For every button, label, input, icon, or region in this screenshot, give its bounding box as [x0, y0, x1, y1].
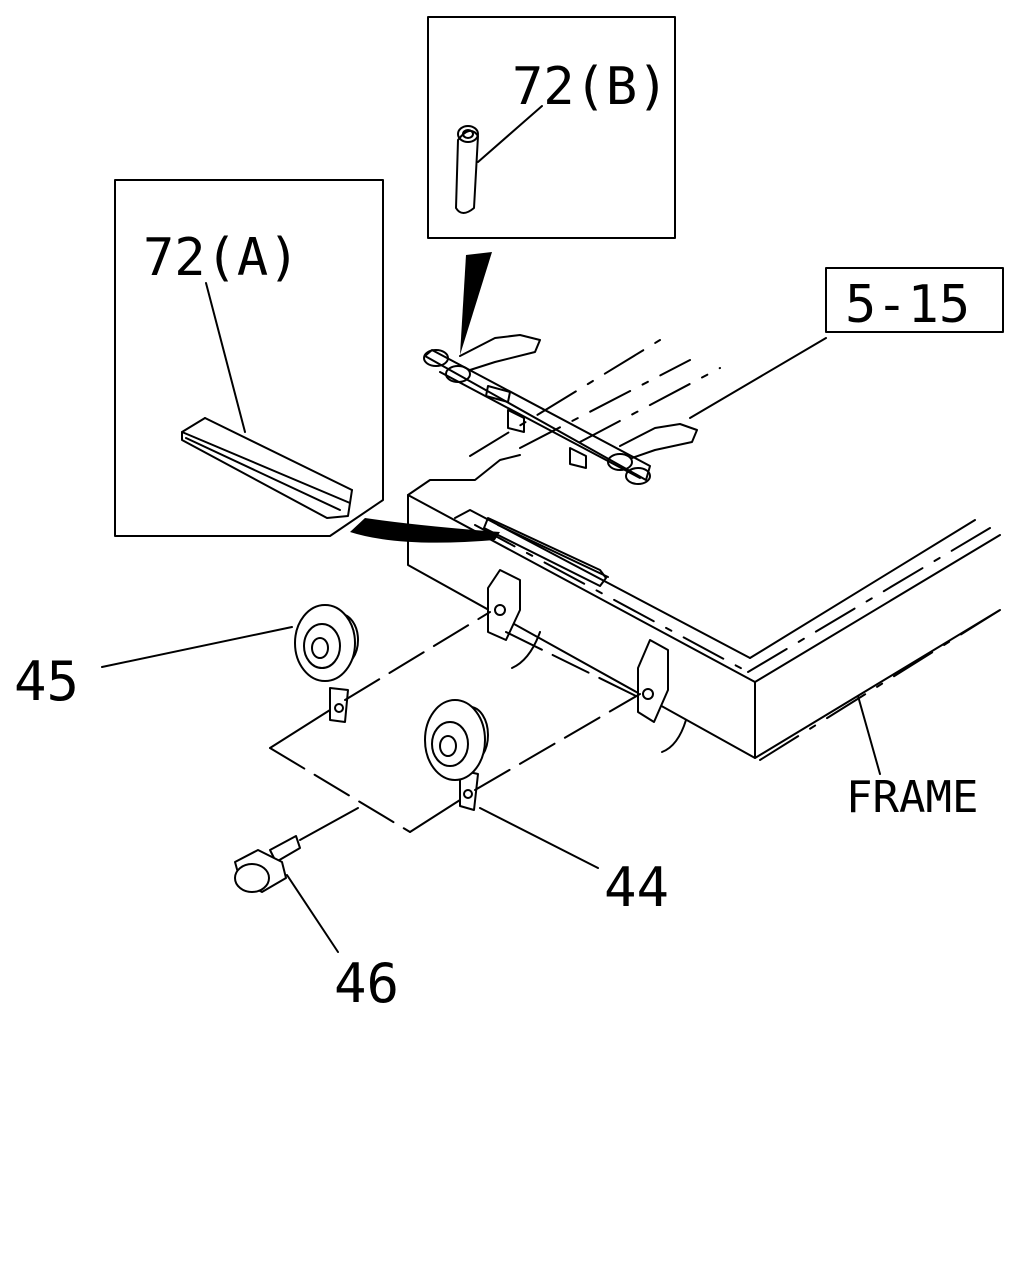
- leader-72b: [477, 105, 543, 163]
- label-45: 45: [14, 650, 79, 713]
- horn-45: [294, 604, 359, 723]
- label-44: 44: [604, 856, 669, 919]
- frame-rail: [407, 454, 1001, 759]
- detail-box-72b: [427, 16, 676, 239]
- leader-46: [286, 874, 339, 953]
- crossmember: [423, 334, 698, 485]
- leader-72a: [205, 282, 246, 433]
- hose-72b: [455, 125, 479, 214]
- ref-box-5-15: [825, 267, 1004, 333]
- frame-hidden-dash: [474, 524, 1001, 761]
- leader-44: [479, 807, 599, 869]
- frame-upper-dash: [469, 339, 721, 457]
- detail-box-72a: [114, 179, 384, 537]
- leader-45: [101, 626, 293, 668]
- label-72b: 72(B): [512, 57, 669, 117]
- assembly-dash: [269, 611, 641, 833]
- label-5-15: 5-15: [845, 275, 970, 335]
- assembly-solid: [269, 709, 461, 841]
- bracket-left: [487, 569, 541, 669]
- bracket-right: [637, 639, 687, 753]
- strip-72a: [181, 417, 353, 519]
- bolt-46: [234, 835, 301, 893]
- pointer-72a: [350, 518, 500, 543]
- leader-5-15: [689, 337, 827, 419]
- label-72a: 72(A): [143, 228, 300, 288]
- pointer-72b: [460, 252, 492, 355]
- label-frame: FRAME: [846, 772, 978, 823]
- horn-44: [424, 699, 489, 811]
- label-46: 46: [334, 952, 399, 1015]
- leader-frame: [857, 695, 881, 775]
